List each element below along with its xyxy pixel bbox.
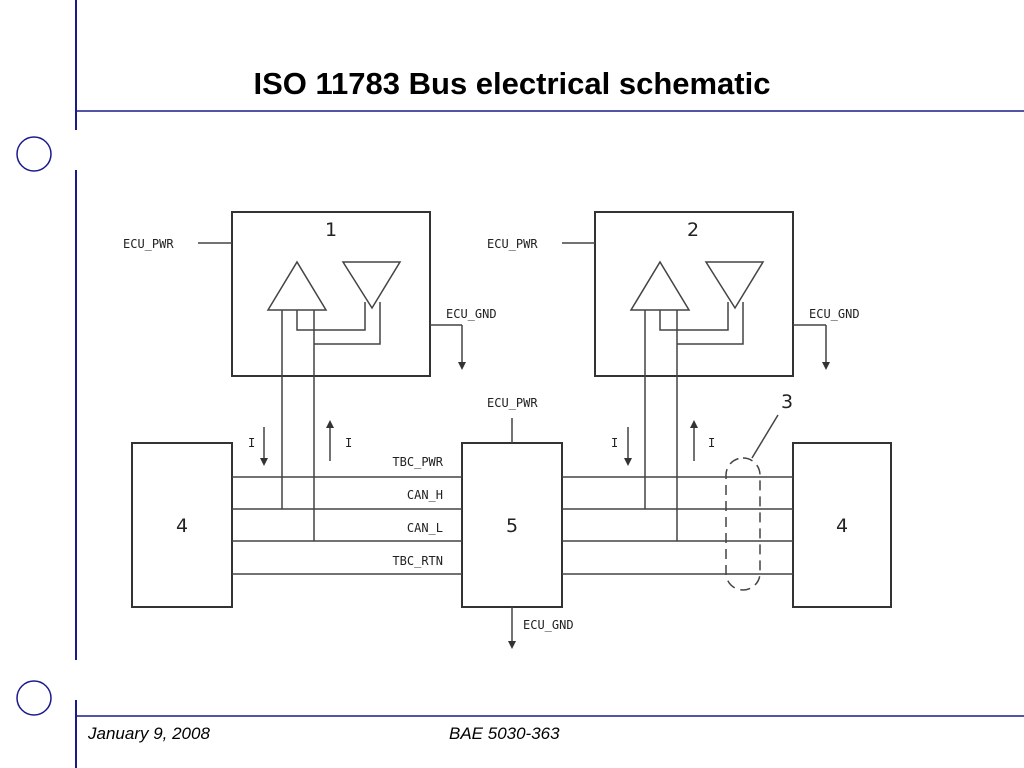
ecu2-rx-link-b <box>677 302 744 345</box>
ecu1-transmitter-triangle <box>266 260 328 311</box>
footer-course-ref: BAE 5030-363 <box>449 724 560 743</box>
binder-hole-top-gap <box>70 130 82 170</box>
current-label-1: I <box>248 436 255 450</box>
ecu1-box <box>231 211 431 377</box>
ecu2-box <box>594 211 794 377</box>
slide-title: ISO 11783 Bus electrical schematic <box>253 66 771 101</box>
cable-leader-line <box>751 414 779 459</box>
terminator-left-box <box>131 442 233 608</box>
ecu1-gnd-label: ECU_GND <box>446 307 497 321</box>
tbc-number: 5 <box>506 515 518 537</box>
terminator-left-number: 4 <box>176 515 188 537</box>
binder-hole-bottom <box>16 680 52 716</box>
ecu2-transmitter-triangle <box>629 260 691 311</box>
ecu1-pwr-label: ECU_PWR <box>123 237 174 251</box>
ecu2-receiver-triangle <box>704 261 765 310</box>
ecu2-pwr-label: ECU_PWR <box>487 237 538 251</box>
binder-hole-bottom-gap <box>70 660 82 700</box>
current-label-2: I <box>345 436 352 450</box>
ecu2-rx-link-a <box>659 302 729 331</box>
bus-label-can-l: CAN_L <box>407 521 443 535</box>
cable-shield <box>725 457 761 591</box>
ecu1-number: 1 <box>325 219 337 241</box>
current-label-3: I <box>611 436 618 450</box>
bus-label-can-h: CAN_H <box>407 488 443 502</box>
ecu1-receiver-triangle <box>341 261 402 310</box>
terminator-right-box <box>792 442 892 608</box>
footer-date: January 9, 2008 <box>88 724 210 743</box>
ecu2-number: 2 <box>687 219 699 241</box>
ecu2-gnd-label: ECU_GND <box>809 307 860 321</box>
ecu1-rx-link-b <box>314 302 381 345</box>
cable-number: 3 <box>781 391 793 413</box>
tbc-pwr-label: ECU_PWR <box>487 396 538 410</box>
bus-label-tbc-rtn: TBC_RTN <box>392 554 443 568</box>
bus-label-tbc-pwr: TBC_PWR <box>392 455 443 469</box>
binder-hole-top <box>16 136 52 172</box>
ecu1-rx-link-a <box>296 302 366 331</box>
current-label-4: I <box>708 436 715 450</box>
tbc-gnd-label: ECU_GND <box>523 618 574 632</box>
terminator-right-number: 4 <box>836 515 848 537</box>
